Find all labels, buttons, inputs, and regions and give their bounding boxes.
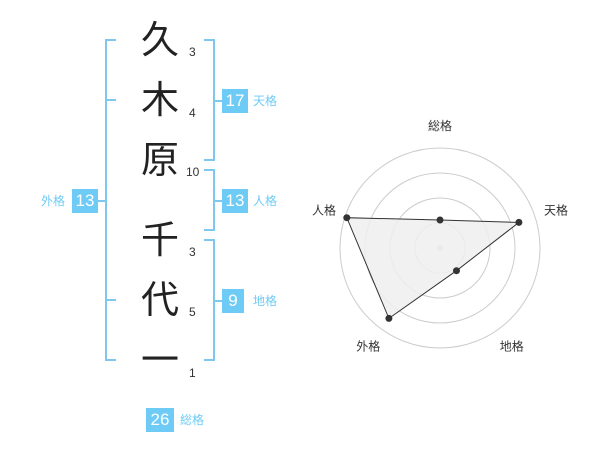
- name-char-3: 原: [140, 138, 179, 182]
- radar-point-5: [343, 214, 351, 222]
- radar-point-4: [385, 314, 393, 322]
- soukaku-value-badge: 26: [146, 408, 174, 432]
- radar-axis-label-1: 総格: [428, 118, 452, 133]
- name-char-2: 木: [140, 78, 179, 122]
- stroke-count-5: 5: [189, 305, 196, 319]
- name-char-1: 久: [140, 18, 179, 62]
- stroke-count-4: 3: [189, 245, 196, 259]
- chikaku-value-badge: 9: [222, 289, 244, 313]
- radar-point-2: [515, 218, 523, 226]
- radar-axis-label-2: 天格: [544, 202, 568, 217]
- stroke-count-3: 10: [186, 165, 200, 179]
- stroke-count-1: 3: [189, 45, 196, 59]
- tenkaku-value-badge: 17: [222, 89, 248, 113]
- radar-axis-label-3: 地格: [500, 339, 524, 354]
- radar-data-points: [343, 214, 523, 322]
- name-char-5: 代: [140, 278, 179, 322]
- chikaku-bracket: [204, 239, 215, 361]
- jinkaku-bracket: [204, 169, 215, 231]
- radar-data-polygon: [346, 217, 521, 320]
- tenkaku-bracket: [204, 39, 215, 161]
- soukaku-label: 総格: [180, 413, 205, 427]
- gaikaku-label: 外格: [41, 194, 66, 208]
- stroke-count-2: 4: [189, 106, 196, 120]
- name-char-4: 千: [140, 218, 179, 262]
- tenkaku-label: 天格: [253, 94, 278, 108]
- radar-axis-label-5: 人格: [312, 202, 336, 217]
- radar-point-1: [436, 216, 444, 224]
- jinkaku-label: 人格: [253, 194, 278, 208]
- gaikaku-value-badge: 13: [72, 189, 98, 213]
- stroke-count-6: 1: [189, 366, 196, 380]
- radar-point-3: [453, 267, 460, 275]
- radar-grid-ring: [339, 147, 541, 349]
- jinkaku-value-badge: 13: [222, 189, 248, 213]
- radar-axis-label-4: 外格: [356, 339, 380, 354]
- chikaku-label: 地格: [253, 294, 278, 308]
- name-char-6: 一: [140, 338, 179, 382]
- gaikaku-bracket: [105, 39, 116, 361]
